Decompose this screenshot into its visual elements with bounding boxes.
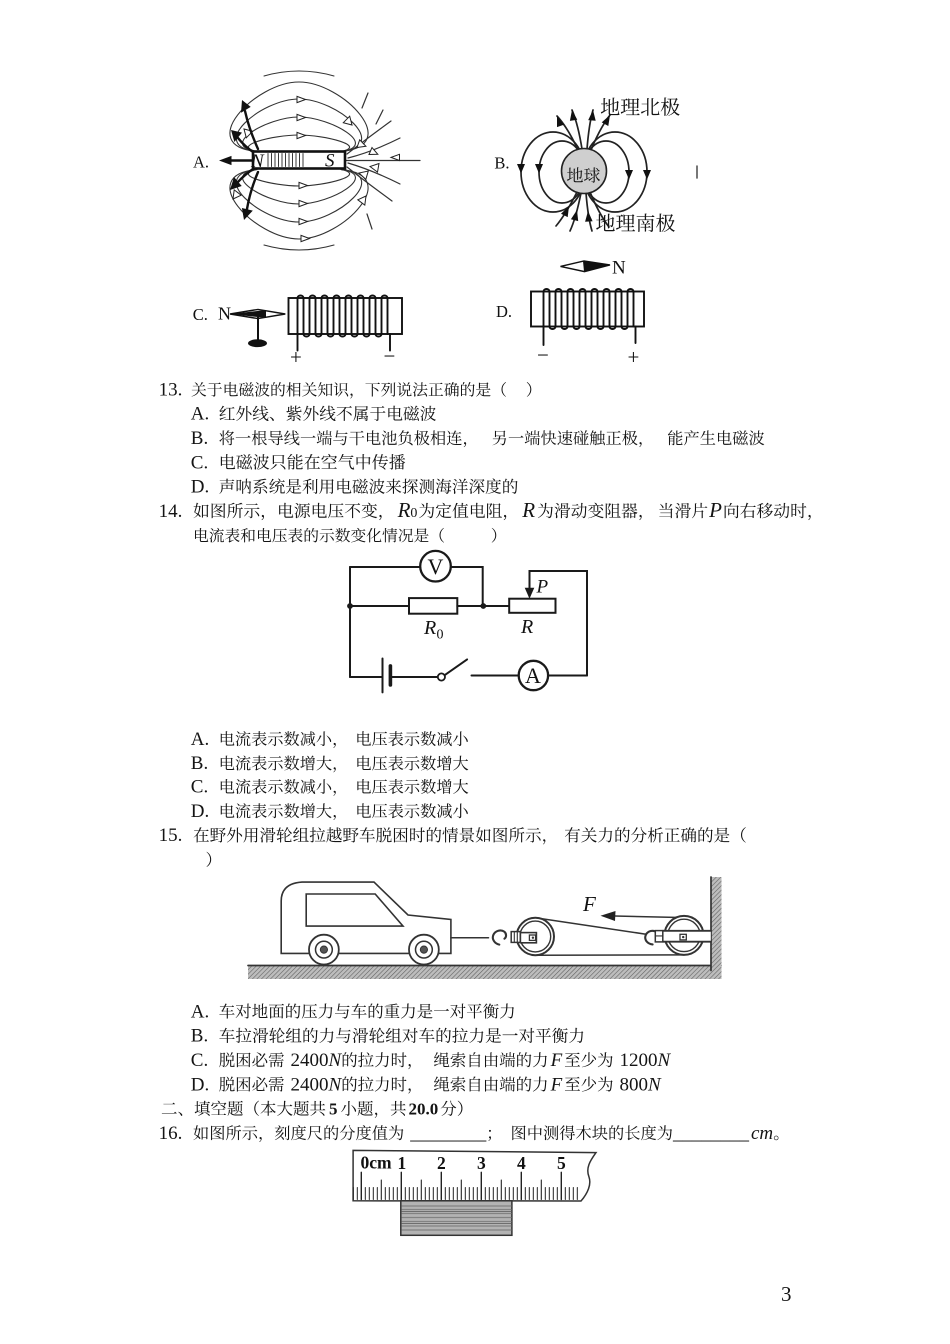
svg-text:0: 0 [410,506,417,521]
svg-text:P: P [708,498,722,522]
svg-text:F: F [550,1050,563,1071]
svg-text:D.: D. [191,801,209,822]
svg-text:V: V [428,554,444,579]
svg-text:−: − [384,344,396,368]
svg-text:+: + [628,345,640,369]
svg-text:N: N [647,1074,662,1095]
svg-text:+: + [290,345,302,369]
svg-text:800: 800 [620,1074,649,1095]
svg-text:2400: 2400 [291,1050,329,1071]
svg-text:C.: C. [191,1050,208,1071]
svg-text:1200: 1200 [620,1050,658,1071]
svg-text:C.: C. [193,305,208,324]
svg-text:N: N [612,258,626,279]
svg-text:5: 5 [329,1100,338,1119]
svg-text:A.: A. [193,153,209,172]
svg-text:0cm: 0cm [361,1153,393,1173]
svg-text:D.: D. [191,477,209,498]
svg-text:−: − [537,343,549,367]
svg-text:3: 3 [781,1282,792,1306]
svg-text:3: 3 [477,1153,486,1173]
svg-text:N: N [328,1050,343,1071]
svg-text:N: N [218,304,231,324]
svg-text:A: A [525,663,541,688]
svg-text:B.: B. [494,154,509,173]
svg-text:1: 1 [398,1153,407,1173]
svg-text:A.: A. [191,404,209,425]
svg-text:F: F [582,892,596,916]
svg-text:B.: B. [191,428,208,449]
svg-text:4: 4 [517,1153,526,1173]
svg-text:R: R [397,498,411,522]
svg-text:15.: 15. [159,825,183,846]
svg-text:N: N [657,1050,672,1071]
svg-text:14.: 14. [159,501,183,522]
svg-text:P: P [536,577,549,598]
svg-text:A.: A. [191,729,209,750]
svg-text:C.: C. [191,777,208,798]
svg-text:________: ________ [672,1123,750,1144]
svg-text:S: S [325,151,335,172]
svg-text:A.: A. [191,1001,209,1022]
svg-text:0: 0 [437,628,444,643]
svg-text:R: R [521,498,535,522]
svg-text:5: 5 [557,1153,566,1173]
svg-text:B.: B. [191,1026,208,1047]
svg-text:13.: 13. [159,379,183,400]
svg-text:D.: D. [191,1074,209,1095]
svg-text:R: R [423,617,436,639]
svg-text:N: N [250,151,265,172]
svg-text:cm: cm [751,1123,773,1144]
svg-text:R: R [520,616,533,638]
svg-text:B.: B. [191,753,208,774]
svg-text:16.: 16. [159,1123,183,1144]
svg-text:________: ________ [409,1123,487,1144]
svg-text:D.: D. [496,302,512,321]
svg-text:20.0: 20.0 [409,1100,439,1119]
svg-text:C.: C. [191,452,208,473]
svg-text:F: F [550,1074,563,1095]
svg-text:2400: 2400 [291,1074,329,1095]
svg-text:2: 2 [437,1153,446,1173]
svg-text:N: N [328,1074,343,1095]
